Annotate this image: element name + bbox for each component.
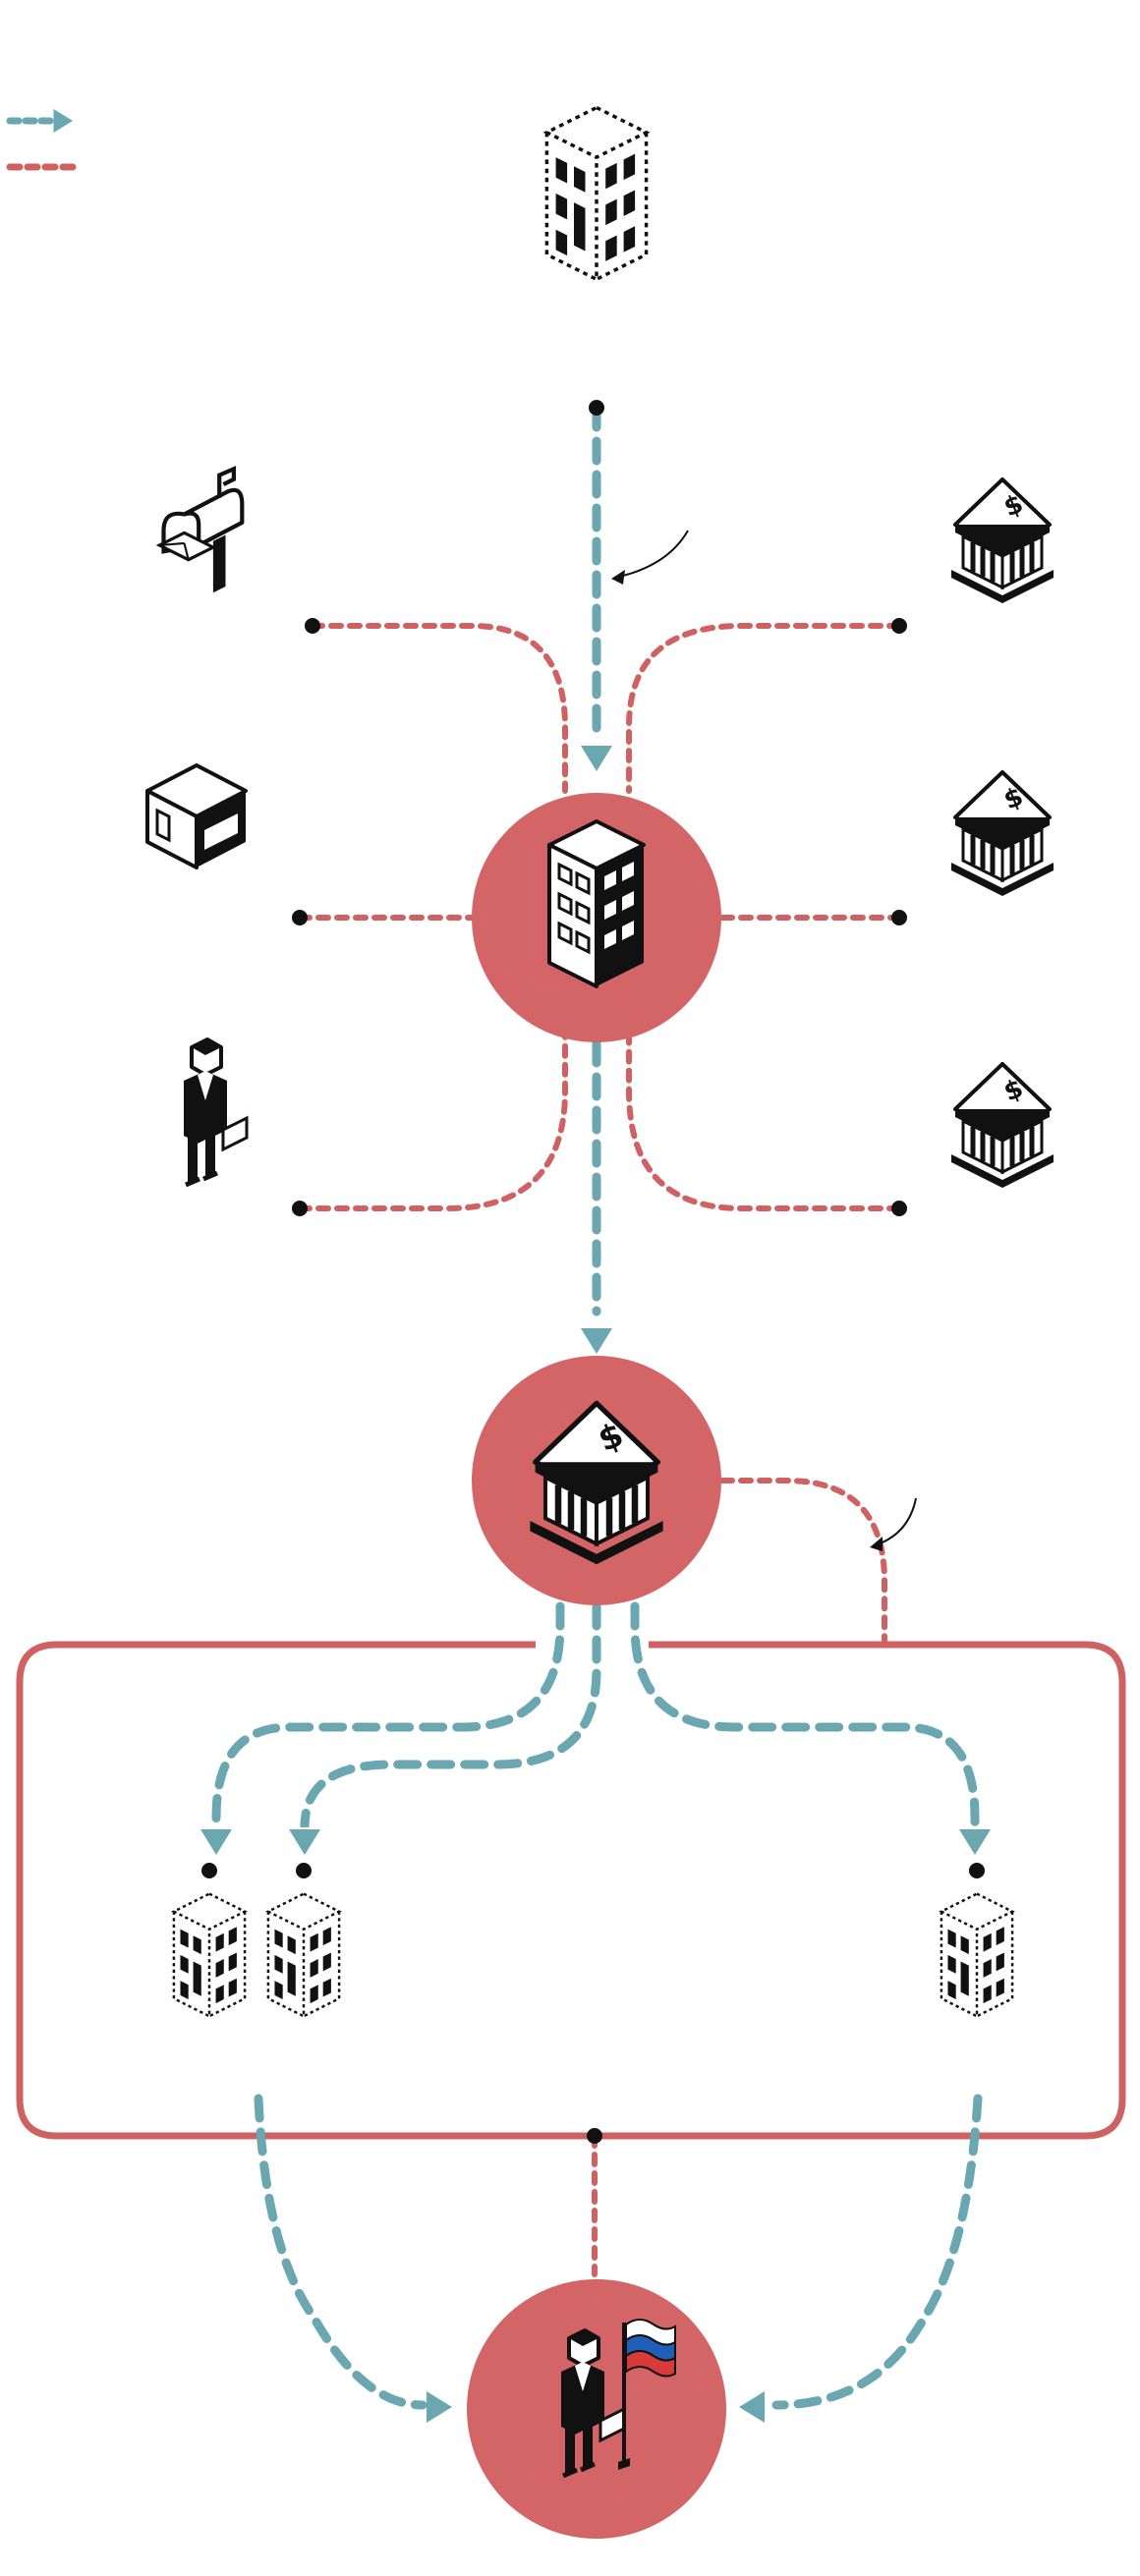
endpoint-source <box>589 400 604 416</box>
ownership-link-mailbox <box>310 623 568 794</box>
ownership-link-bank-top <box>626 623 902 794</box>
money-flow-arrow-hub <box>581 746 612 771</box>
dotted-office-tower-icon <box>266 1892 341 2018</box>
shop-building-icon <box>145 763 248 869</box>
pointer-ownership-tip <box>870 1537 883 1551</box>
pointer-money-flow <box>618 530 689 578</box>
money-flow-arrow-destination-left <box>427 2391 452 2423</box>
dotted-office-tower-icon <box>544 105 649 282</box>
endpoint-mailbox <box>305 618 320 634</box>
bank-icon <box>951 1064 1054 1188</box>
annotation-pointers <box>611 530 917 1551</box>
endpoint-bank-bottom <box>891 1201 907 1216</box>
legend <box>6 109 79 171</box>
endpoint-offshore-2 <box>296 1863 312 1878</box>
ownership-link-bank-to-frame <box>719 1478 887 1648</box>
bank-icon <box>951 479 1054 603</box>
money-flow-offshore-to-destination-right <box>771 2094 983 2410</box>
endpoint-shop <box>292 910 308 925</box>
endpoint-bank-top <box>891 618 907 634</box>
money-flow-bank-to-offshore-2 <box>300 1601 601 1828</box>
money-flow-bank-to-offshore-1 <box>211 1601 565 1827</box>
money-flow-arrow-offshore-3 <box>959 1829 991 1855</box>
offshore-frame <box>16 1641 1126 2140</box>
endpoint-offshore-3 <box>969 1863 985 1878</box>
money-flow-links <box>200 403 991 2423</box>
legend-money-flow-arrow <box>53 109 73 133</box>
endpoint-offshore-1 <box>201 1863 217 1878</box>
office-building-icon <box>547 819 646 988</box>
endpoint-businessman <box>292 1201 308 1216</box>
dotted-office-tower-icon <box>940 1892 1014 2018</box>
offshore-frame-outline <box>16 1641 1126 2140</box>
ownership-link-bank-bottom <box>626 1034 902 1211</box>
ownership-link-businessman <box>297 1034 568 1211</box>
link-endpoints <box>201 400 985 2144</box>
money-flow-arrow-destination-right <box>739 2391 765 2423</box>
endpoint-frame <box>587 2128 602 2144</box>
money-flow-arrow-offshore-1 <box>200 1829 232 1855</box>
bank-icon <box>951 772 1054 896</box>
mailbox-icon <box>159 469 242 592</box>
money-flow-bank-to-offshore-3 <box>630 1601 980 1827</box>
dotted-office-tower-icon <box>172 1892 247 2018</box>
money-flow-offshore-to-destination-left <box>254 2094 428 2410</box>
money-flow-arrow-offshore-2 <box>289 1829 320 1855</box>
pointer-ownership <box>877 1497 917 1545</box>
money-flow-arrow-bank <box>581 1328 612 1354</box>
pointer-money-flow-tip <box>611 570 625 585</box>
endpoint-bank-middle <box>891 910 907 925</box>
businessman-icon <box>184 1039 247 1185</box>
ownership-links <box>297 623 902 2277</box>
